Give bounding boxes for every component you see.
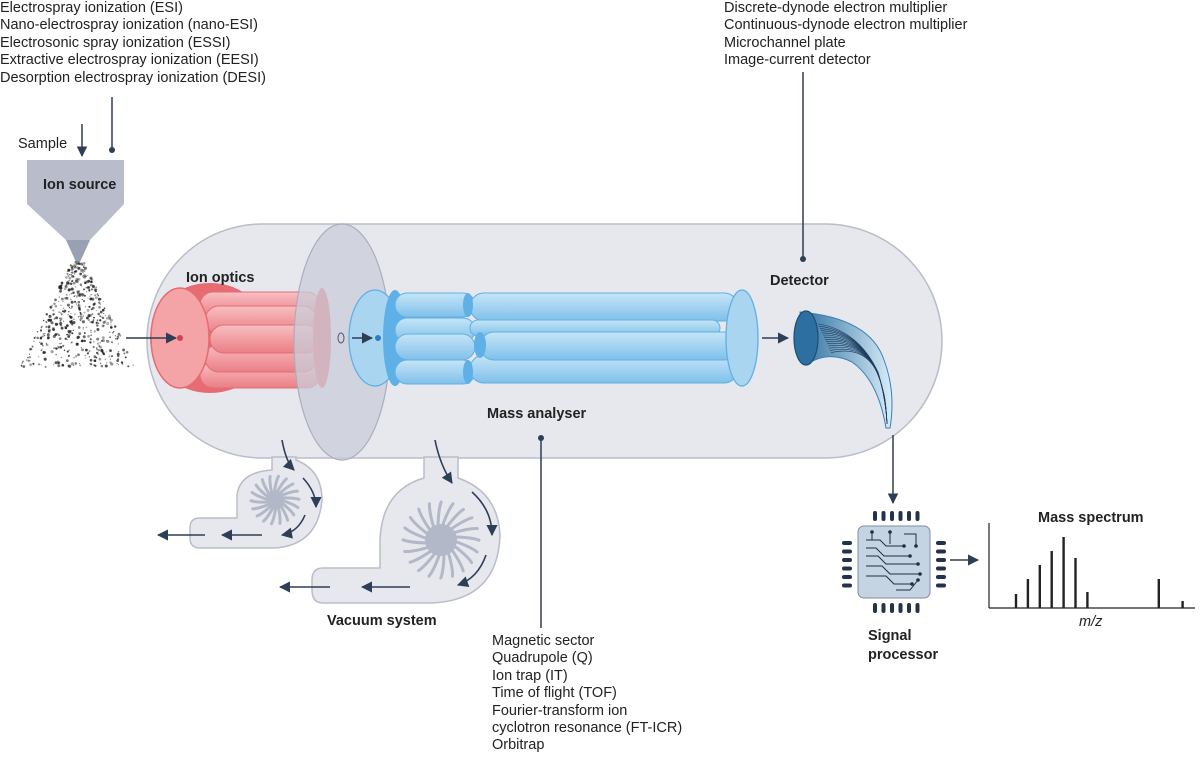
analyser-type: Magnetic sector <box>492 633 595 649</box>
vacuum-pump-large <box>311 456 501 604</box>
detector-type: Image-current detector <box>724 52 871 69</box>
analyser-type: Orbitrap <box>492 737 545 754</box>
detector-types-list: Discrete-dynode electron multiplier Cont… <box>724 0 967 70</box>
spectrum-peak <box>1050 551 1053 608</box>
mass-spectrum-plot <box>988 523 1195 609</box>
analyser-type: Fourier-transform ion <box>492 702 628 719</box>
spectrum-peak <box>1086 592 1089 608</box>
ion-optics <box>150 283 331 393</box>
ion-source-type: Extractive electrospray ionization (EESI… <box>0 52 259 69</box>
analyser-type: cyclotron resonance (FT-ICR) <box>492 720 683 737</box>
mass-analyser-label: Mass analyser <box>487 406 587 422</box>
ion-source-type: Electrospray ionization (ESI) <box>0 0 183 16</box>
detector <box>793 310 893 429</box>
signal-processor-chip <box>842 511 946 613</box>
signal-processor-label-line1: Signal <box>868 628 912 644</box>
signal-processor-label-line2: processor <box>868 647 939 663</box>
spectrum-peak <box>1157 579 1160 608</box>
ion-source-types-list: Electrospray ionization (ESI) Nano-elect… <box>0 0 266 87</box>
ion-source-type: Electrosonic spray ionization (ESSI) <box>0 34 231 51</box>
spectrum-peak <box>1074 558 1077 608</box>
detector-label: Detector <box>770 273 829 289</box>
spectrum-peak <box>1038 565 1041 608</box>
ion-source-type: Nano-electrospray ionization (nano-ESI) <box>0 17 258 34</box>
analyser-type: Quadrupole (Q) <box>492 650 593 667</box>
ion-source-label: Ion source <box>43 177 117 193</box>
mass-analyser-types-list: Magnetic sector Quadrupole (Q) Ion trap … <box>492 633 682 755</box>
mass-spectrum-title: Mass spectrum <box>1038 510 1144 526</box>
mass-spectrum-xlabel: m/z <box>1079 614 1103 630</box>
mass-analyser <box>348 289 759 387</box>
spectrum-peak <box>1062 537 1065 608</box>
analyser-type: Time of flight (TOF) <box>492 685 617 702</box>
spectrum-peak <box>1026 579 1030 608</box>
vacuum-pump-small <box>189 456 323 549</box>
ion-source-type: Desorption electrospray ionization (DESI… <box>0 69 266 86</box>
sample-label: Sample <box>18 136 68 152</box>
spectrum-peak <box>1014 594 1018 608</box>
electrospray-plume <box>20 261 134 368</box>
ion-source <box>27 160 124 262</box>
vacuum-system-label: Vacuum system <box>327 613 437 629</box>
analyser-type: Ion trap (IT) <box>492 667 568 684</box>
ion-optics-label: Ion optics <box>186 270 255 286</box>
spectrum-peak <box>1181 601 1184 608</box>
detector-type: Continuous-dynode electron multiplier <box>724 17 968 34</box>
detector-type: Discrete-dynode electron multiplier <box>724 0 948 16</box>
detector-type: Microchannel plate <box>724 34 846 51</box>
